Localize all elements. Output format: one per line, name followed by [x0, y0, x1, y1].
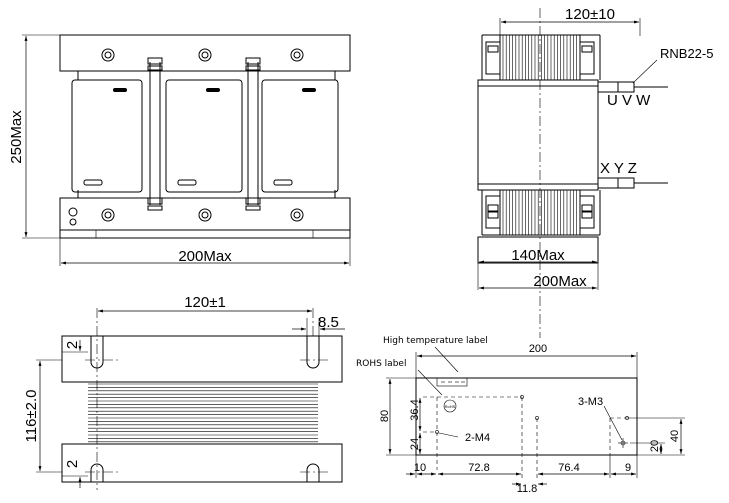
tie-rod-left	[147, 57, 163, 211]
side-width-label: 120±10	[565, 6, 615, 23]
bolt-top-2	[198, 48, 212, 62]
top-mounting-bar	[61, 335, 343, 383]
plate-height-label: 80	[379, 410, 391, 422]
dim-72-8-label: 72.8	[468, 462, 489, 474]
slot-width-label: 8.5	[318, 314, 339, 331]
upper-core-laminations	[502, 35, 581, 80]
top-offset-label: 2	[64, 341, 81, 349]
input-phase-label: U V W	[607, 92, 651, 109]
output-phase-label: X Y Z	[600, 160, 637, 177]
coil-w	[261, 79, 339, 193]
coil-u	[71, 79, 143, 193]
high-temp-label-text: High temperature label	[383, 336, 488, 346]
slot-right-bottom	[306, 463, 320, 482]
lower-core-laminations	[502, 190, 581, 235]
dim-36-4-label: 36.4	[409, 399, 421, 420]
dim-20-label: 20	[649, 440, 661, 452]
rohs-mark-text: RoHS	[445, 404, 456, 409]
coil-v	[165, 79, 243, 193]
hole-3m3-label: 3-M3	[578, 396, 603, 408]
bottom-mounting-bar	[61, 443, 343, 483]
dim-11-8-label: 11.8	[517, 483, 538, 495]
bolt-bottom-3	[290, 208, 304, 222]
top-yoke-clamp	[59, 34, 351, 72]
winding-fins	[88, 383, 318, 443]
dim-40-label: 40	[669, 430, 681, 442]
label-plate-view: High temperature label ROHS label 200 Ro…	[356, 336, 685, 495]
bolt-top-3	[290, 48, 304, 62]
dim-24-label: 24	[409, 438, 421, 450]
bottom-offset-label: 2	[64, 460, 81, 468]
plate-width-label: 200	[529, 343, 547, 355]
label-plate	[415, 377, 638, 456]
high-temp-sticker	[436, 377, 468, 387]
ground-screw	[68, 207, 78, 226]
tie-rod-right	[245, 57, 261, 211]
top-view-height-label: 116±2.0	[23, 390, 40, 443]
slot-pitch-label: 120±1	[184, 294, 226, 311]
side-view: RNB22-5 U V W X Y Z 120±10 140Max 200Max	[477, 6, 713, 338]
rohs-sticker: RoHS	[443, 399, 457, 413]
top-view: 120±1 8.5 116±2.0 2 2	[23, 294, 345, 490]
bolt-top-1	[101, 48, 115, 62]
front-view: 250Max 200Max	[8, 34, 351, 266]
dim-10-label: 10	[414, 462, 426, 474]
terminal-model-label: RNB22-5	[660, 46, 713, 61]
dim-76-4-label: 76.4	[558, 462, 579, 474]
rohs-label-text: ROHS label	[356, 359, 406, 369]
side-coil-body	[477, 79, 599, 191]
hole-2m4-label: 2-M4	[465, 432, 490, 444]
terminal-output	[598, 177, 668, 189]
front-height-label: 250Max	[8, 110, 25, 164]
bolt-bottom-1	[101, 208, 115, 222]
side-base-label: 200Max	[533, 273, 587, 290]
bottom-yoke-clamp	[59, 197, 351, 231]
terminal-input	[598, 81, 668, 93]
slot-right-top	[306, 336, 320, 369]
side-core-label: 140Max	[511, 247, 565, 264]
front-width-label: 200Max	[178, 248, 232, 265]
slot-left-bottom	[90, 463, 104, 482]
bolt-bottom-2	[198, 208, 212, 222]
dim-9-label: 9	[625, 462, 631, 474]
